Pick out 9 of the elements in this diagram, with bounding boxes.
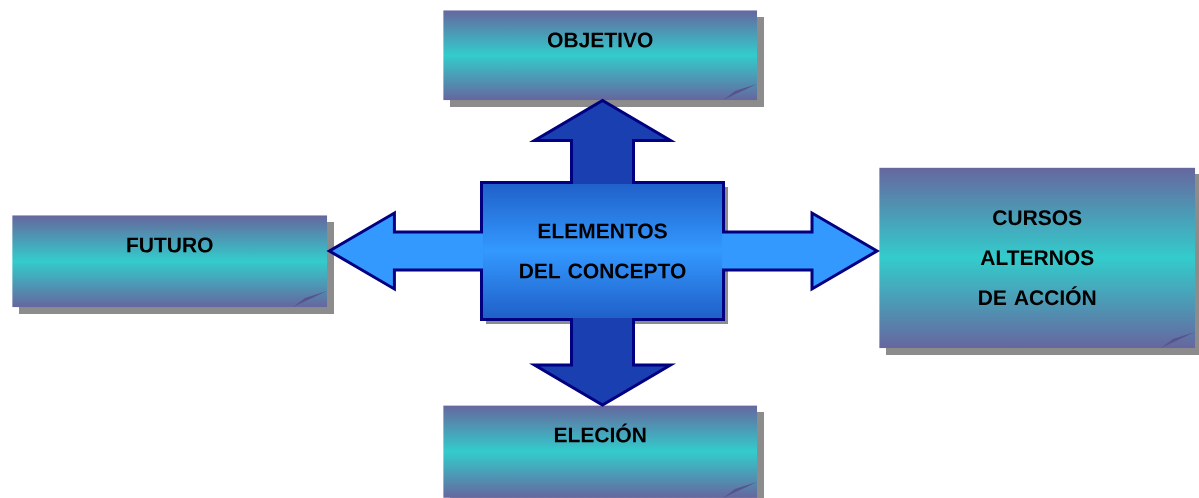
note-box: CURSOS ALTERNOS DE ACCIÓN [879,167,1199,355]
block-arrow [720,210,880,292]
note-box: ELECIÓN [443,405,764,498]
note-box: FUTURO [12,215,334,314]
center-box: ELEMENTOS DEL CONCEPTO [480,181,728,324]
block-arrow [529,98,676,186]
block-arrow [529,316,676,407]
block-arrow [326,210,485,292]
note-box: OBJETIVO [443,10,764,107]
